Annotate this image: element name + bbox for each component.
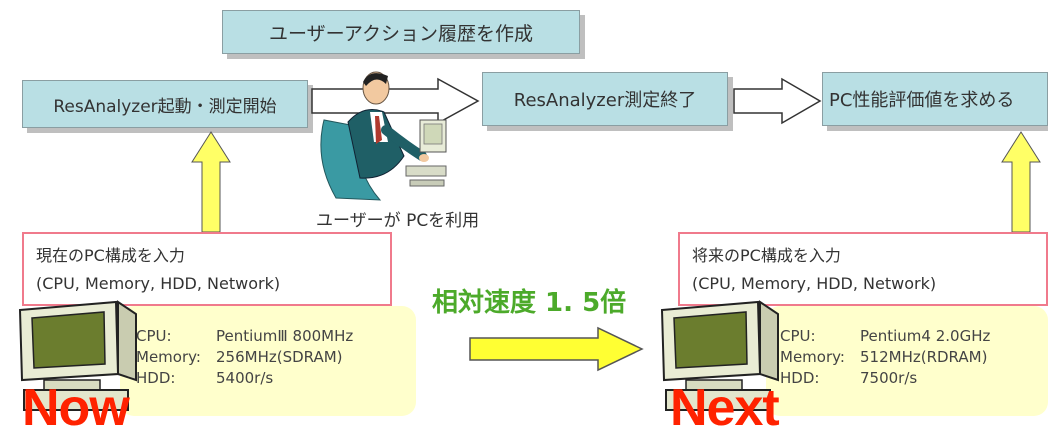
start-measure-label: ResAnalyzer起動・測定開始: [53, 96, 277, 117]
next-label: Next: [670, 379, 780, 437]
future-config-title: 将来のPC構成を入力: [692, 246, 841, 265]
up-arrow-right: [1001, 131, 1041, 233]
spec-value: Pentium4 2.0GHz: [860, 327, 991, 345]
future-config-items: (CPU, Memory, HDD, Network): [692, 274, 937, 293]
current-config-title: 現在のPC構成を入力: [36, 246, 185, 265]
spec-label: Memory:: [780, 348, 845, 366]
evaluate-label: PC性能評価値を求める: [829, 90, 1015, 111]
office-user-clipart: [320, 71, 447, 201]
current-spec-hdd: HDD: 5400r/s: [120, 368, 416, 389]
up-arrow-left: [191, 131, 231, 233]
spec-label: CPU:: [136, 327, 172, 345]
spec-label: Memory:: [136, 348, 201, 366]
spec-value: 512MHz(RDRAM): [860, 348, 988, 366]
current-config-items: (CPU, Memory, HDD, Network): [36, 274, 281, 293]
end-measure-box: ResAnalyzer測定終了: [482, 72, 728, 126]
flow-arrow-1: [311, 77, 480, 125]
spec-value: PentiumⅢ 800MHz: [216, 327, 354, 345]
flow-arrow-2: [733, 77, 822, 125]
speed-arrow: [469, 326, 644, 372]
spec-value: 5400r/s: [216, 369, 274, 387]
user-action-history-box: ユーザーアクション履歴を作成: [222, 10, 580, 54]
computer-monitor-icon: [660, 300, 779, 411]
future-specs-panel: CPU: Pentium4 2.0GHz Memory: 512MHz(RDRA…: [766, 306, 1048, 416]
relative-speed-label: 相対速度 1. 5倍: [432, 288, 627, 318]
current-config-box: 現在のPC構成を入力 (CPU, Memory, HDD, Network): [22, 232, 392, 306]
start-measure-box: ResAnalyzer起動・測定開始: [22, 80, 308, 128]
future-config-box: 将来のPC構成を入力 (CPU, Memory, HDD, Network): [678, 232, 1048, 306]
evaluate-box: PC性能評価値を求める: [822, 72, 1048, 126]
current-spec-memory: Memory: 256MHz(SDRAM): [120, 347, 416, 368]
end-measure-label: ResAnalyzer測定終了: [513, 90, 697, 111]
future-spec-memory: Memory: 512MHz(RDRAM): [766, 347, 1048, 368]
user-action-history-label: ユーザーアクション履歴を作成: [269, 22, 533, 45]
spec-label: HDD:: [780, 369, 820, 387]
spec-label: CPU:: [780, 327, 816, 345]
current-specs-panel: CPU: PentiumⅢ 800MHz Memory: 256MHz(SDRA…: [120, 306, 416, 416]
current-spec-cpu: CPU: PentiumⅢ 800MHz: [120, 326, 416, 347]
future-spec-hdd: HDD: 7500r/s: [766, 368, 1048, 389]
computer-monitor-icon: [18, 300, 137, 411]
future-spec-cpu: CPU: Pentium4 2.0GHz: [766, 326, 1048, 347]
spec-value: 256MHz(SDRAM): [216, 348, 343, 366]
now-label: Now: [22, 379, 130, 437]
spec-label: HDD:: [136, 369, 176, 387]
user-uses-pc-caption: ユーザーが PCを利用: [316, 211, 480, 231]
spec-value: 7500r/s: [860, 369, 918, 387]
